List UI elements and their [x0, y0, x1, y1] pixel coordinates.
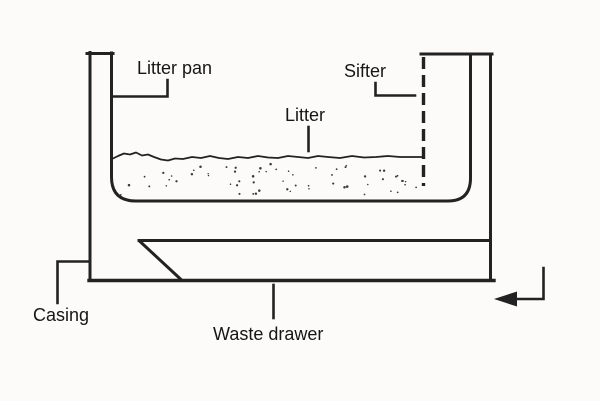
- litter-pan-outline: [110, 51, 472, 203]
- slide-direction-arrow-icon: [494, 266, 545, 307]
- casing-leader-line: [56, 260, 91, 305]
- litter-label: Litter: [285, 105, 325, 125]
- waste-drawer-diagonal-edge: [137, 238, 184, 283]
- litter-pan-label: Litter pan: [137, 58, 212, 78]
- sifter-leader-line: [374, 81, 417, 97]
- sifter-label: Sifter: [344, 61, 386, 81]
- casing-label: Casing: [33, 305, 89, 325]
- litter-pan-leader-line: [110, 78, 169, 98]
- litter-surface-line: [111, 151, 422, 162]
- waste-drawer-label: Waste drawer: [213, 324, 323, 344]
- litter-stipple: [119, 162, 417, 196]
